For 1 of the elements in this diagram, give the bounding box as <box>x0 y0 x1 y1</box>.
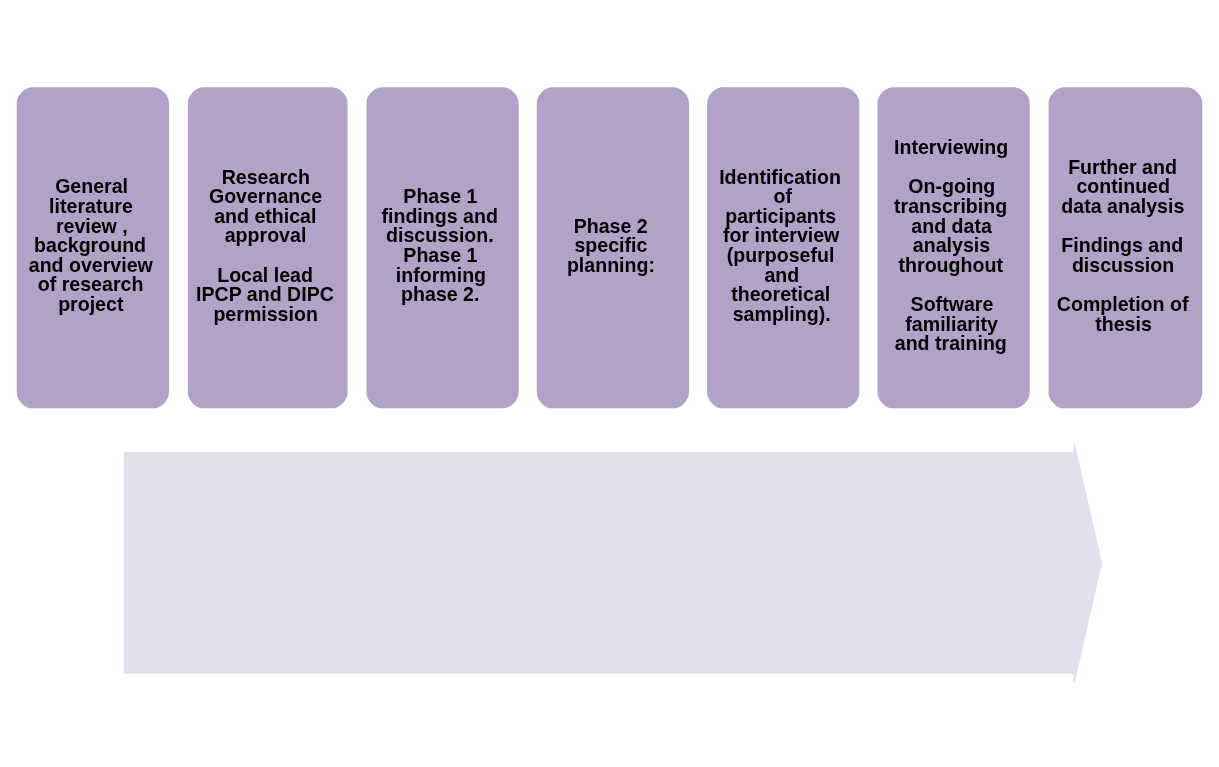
node-arrow <box>123 443 1103 683</box>
